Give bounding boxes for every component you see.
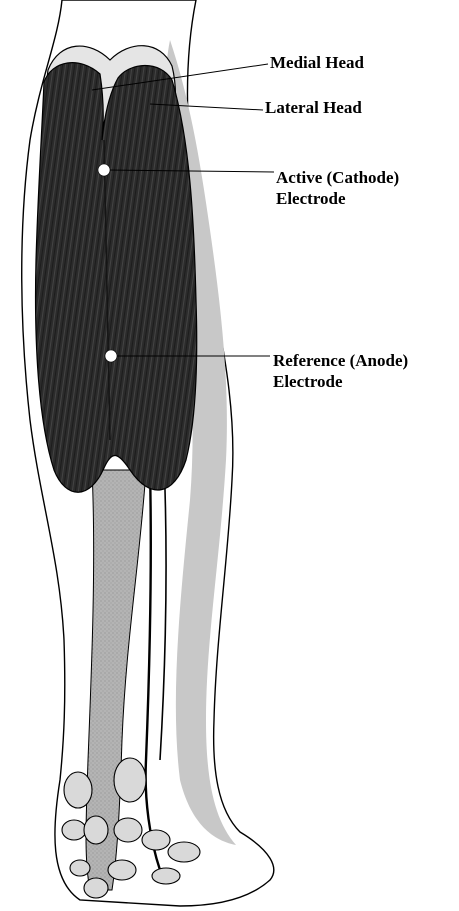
lateral-head-label: Lateral Head xyxy=(265,97,362,118)
medial-head-label: Medial Head xyxy=(270,52,364,73)
reference-electrode-label-line1: Reference (Anode) xyxy=(273,350,408,371)
active-electrode-dot xyxy=(98,164,110,176)
reference-electrode-label: Reference (Anode) Electrode xyxy=(273,350,408,392)
reference-electrode-dot xyxy=(105,350,117,362)
active-electrode-label-line2: Electrode xyxy=(276,188,399,209)
active-electrode-label: Active (Cathode) Electrode xyxy=(276,167,399,209)
active-electrode-label-line1: Active (Cathode) xyxy=(276,167,399,188)
gastrocnemius-muscle xyxy=(36,63,197,493)
reference-electrode-label-line2: Electrode xyxy=(273,371,408,392)
